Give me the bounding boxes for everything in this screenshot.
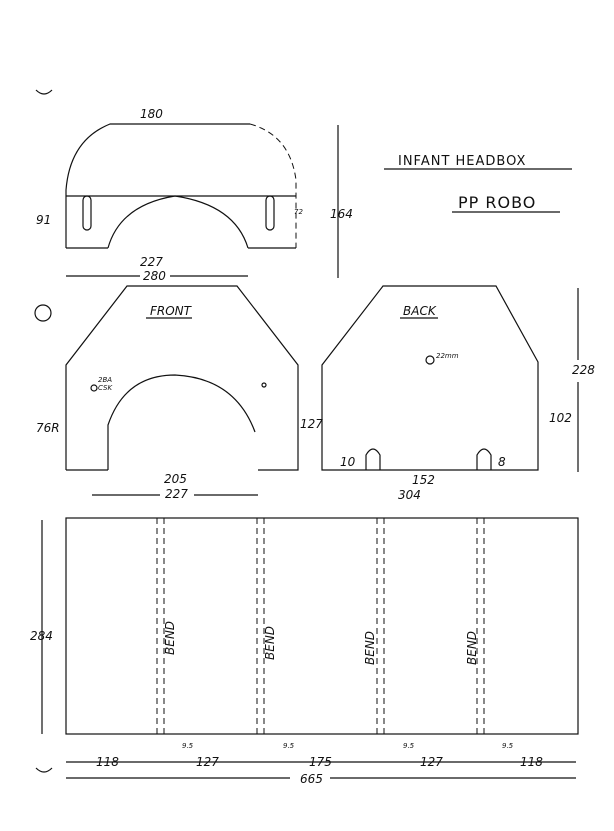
dim-height: 164 [330, 207, 353, 221]
bend-allowance-2: 9.5 [283, 742, 295, 750]
sheet-total-width: 665 [300, 772, 323, 786]
punch-hole-mark [35, 89, 53, 95]
front-hole-label: 2BA [98, 376, 112, 384]
front-radius: 76R [36, 421, 60, 435]
dim-width: 280 [143, 269, 166, 283]
back-label: BACK [403, 304, 437, 318]
back-slot-spacing: 152 [412, 473, 435, 487]
back-total-height: 228 [572, 363, 595, 377]
bend-allowance-3: 9.5 [403, 742, 415, 750]
dim-left: 91 [36, 213, 51, 227]
title-block: INFANT HEADBOX PP ROBO [384, 154, 572, 213]
dim-inner: 227 [140, 255, 163, 269]
bend-label-1: BEND [163, 621, 177, 655]
back-part: BACK 22mm 10 8 152 304 102 228 [321, 285, 595, 502]
title-line2: PP ROBO [458, 193, 536, 212]
front-part: FRONT 2BA CSK 76R 127 205 227 [36, 285, 323, 501]
bend-label-4: BEND [465, 631, 479, 665]
front-width: 227 [165, 487, 188, 501]
punch-hole-mark [34, 304, 52, 322]
title-line1: INFANT HEADBOX [398, 154, 526, 169]
front-hole-label2: CSK [98, 384, 113, 392]
dim-slot: 72 [294, 208, 303, 216]
dim-top: 180 [140, 107, 163, 121]
bend-label-3: BEND [363, 631, 377, 665]
top-part: 180 91 72 164 227 280 [36, 107, 353, 283]
flat-sheet: BEND BEND BEND BEND 284 118 127 175 127 … [30, 517, 579, 786]
front-label: FRONT [150, 304, 193, 318]
front-opening: 205 [164, 472, 187, 486]
front-height: 127 [300, 417, 323, 431]
back-side-height: 102 [549, 411, 572, 425]
back-slot-height: 10 [340, 455, 356, 469]
bend-allowance-1: 9.5 [182, 742, 194, 750]
punch-hole-mark [35, 767, 53, 773]
bend-allowance-4: 9.5 [502, 742, 514, 750]
bend-label-2: BEND [263, 626, 277, 660]
sheet-height: 284 [30, 629, 53, 643]
back-slot-height2: 8 [498, 455, 506, 469]
back-hole-label: 22mm [436, 352, 459, 360]
back-width: 304 [398, 488, 421, 502]
